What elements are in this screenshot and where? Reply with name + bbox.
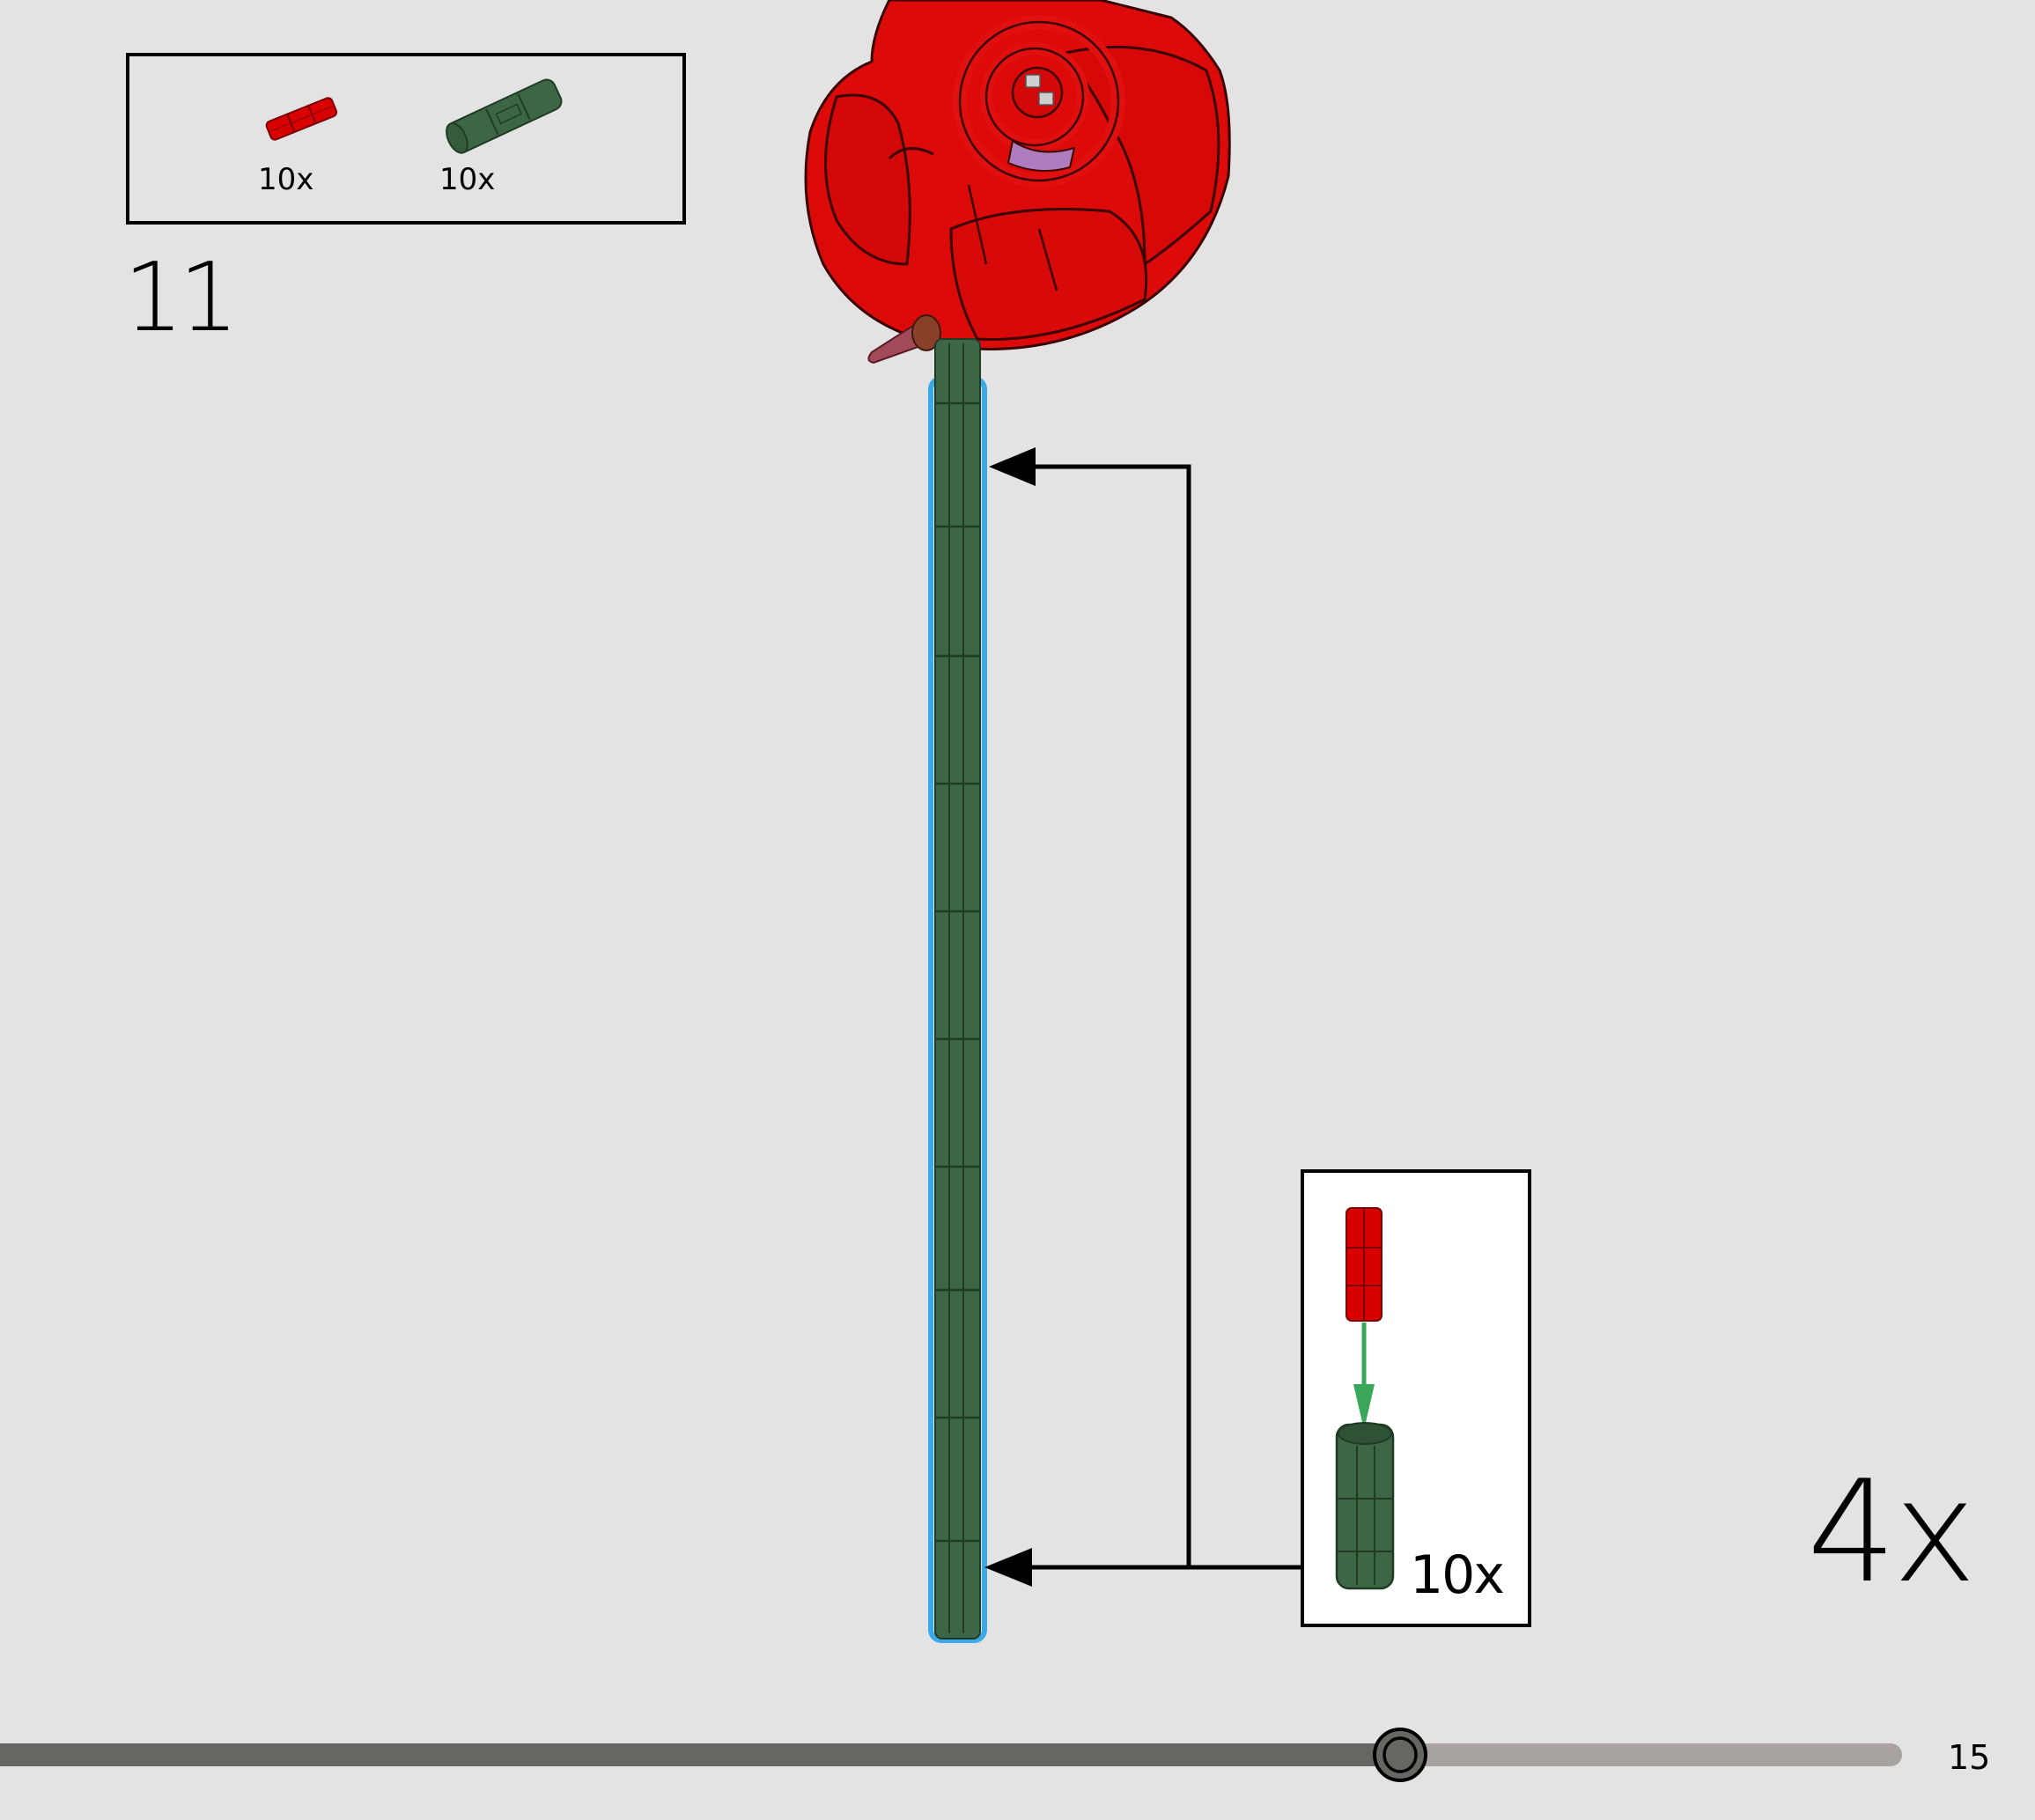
stem-icon [928, 338, 987, 1643]
green-connector-quantity: 10x [439, 162, 496, 197]
thorn-icon [867, 314, 941, 365]
red-axle-part-icon [265, 97, 338, 141]
step-number: 11 [123, 243, 239, 353]
page-number: 15 [1948, 1738, 1991, 1777]
green-connector-part-icon [446, 78, 563, 154]
sub-assembly-callout: 10x [1301, 1169, 1531, 1627]
step-multiplier: 4x [1807, 1449, 1976, 1614]
parts-list-box: 10x 10x [126, 53, 686, 225]
red-axle-into-connector-icon [1335, 1207, 1395, 1590]
progress-bar [0, 1728, 1902, 1782]
rose-flower-icon [804, 0, 1231, 351]
callout-arrows-icon [984, 447, 1301, 1587]
red-axle-quantity: 10x [258, 162, 314, 197]
callout-quantity: 10x [1410, 1544, 1505, 1606]
